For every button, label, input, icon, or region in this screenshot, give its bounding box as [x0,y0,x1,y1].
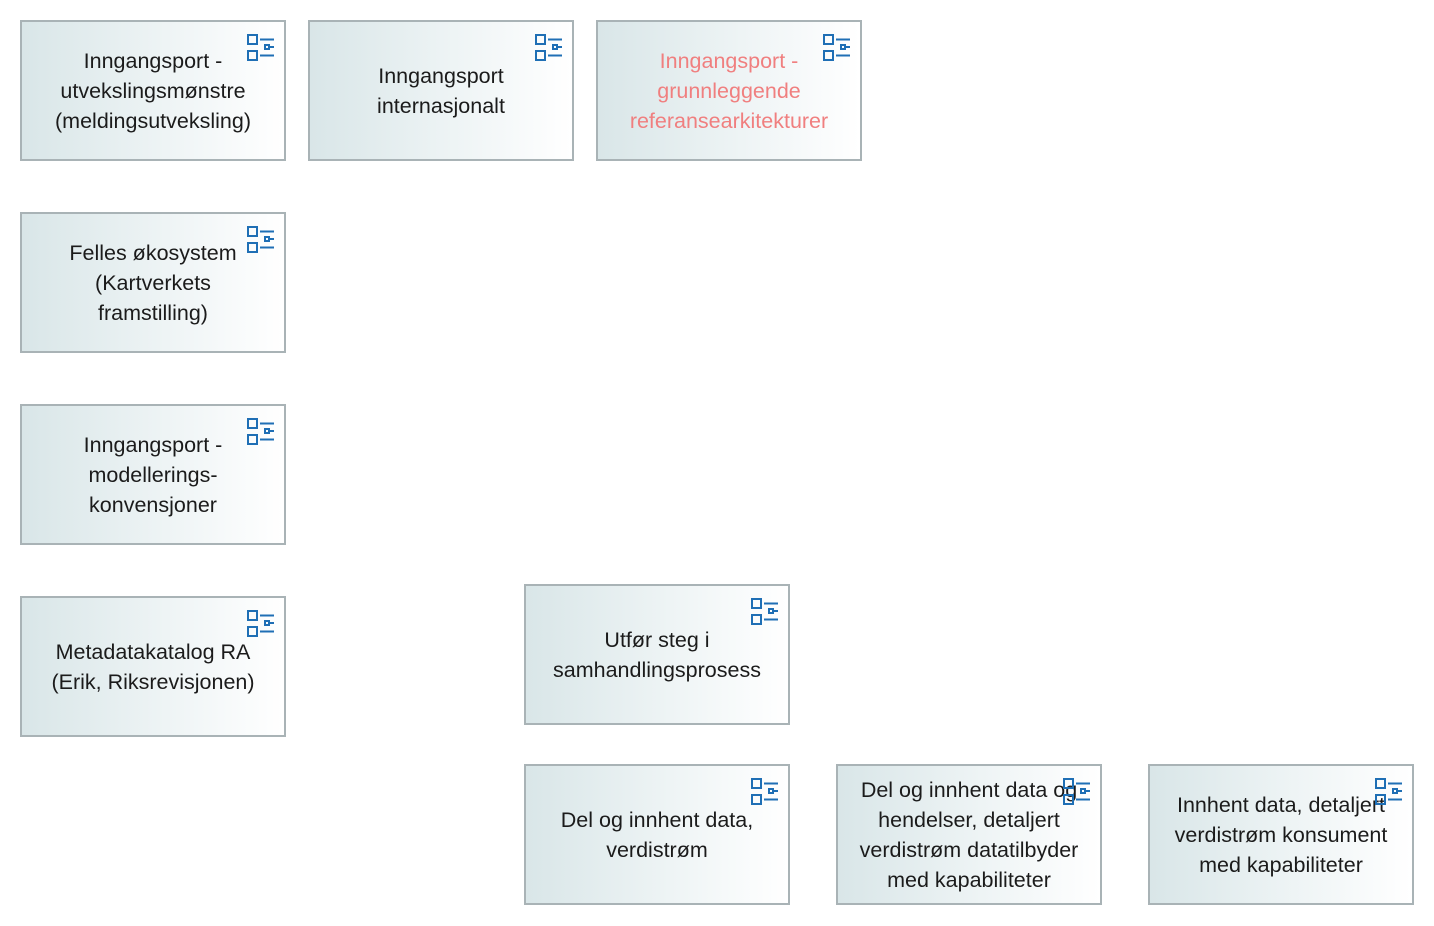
node-inngangsport-modellering[interactable]: Inngangsport - modellerings- konvensjone… [20,404,286,545]
node-label: Metadatakatalog RA (Erik, Riksrevisjonen… [51,639,255,694]
application-process-icon [751,778,778,805]
node-label: Utfør steg i samhandlingsprosess [553,627,761,682]
application-process-icon [247,610,274,637]
node-label: Innhent data, detaljert verdistrøm konsu… [1174,792,1388,877]
node-inngangsport-utvekslingsmonstre[interactable]: Inngangsport - utvekslingsmønstre (meldi… [20,20,286,161]
application-process-icon [247,418,274,445]
application-process-icon [1375,778,1402,805]
node-inngangsport-grunnleggende[interactable]: Inngangsport - grunnleggende referansear… [596,20,862,161]
application-process-icon [247,226,274,253]
node-label: Inngangsport - utvekslingsmønstre (meldi… [55,48,251,133]
node-del-og-innhent-verdistrom[interactable]: Del og innhent data, verdistrøm [524,764,790,905]
node-label: Inngangsport - grunnleggende referansear… [629,48,829,133]
node-inngangsport-internasjonalt[interactable]: Inngangsport internasjonalt [308,20,574,161]
node-utfor-steg[interactable]: Utfør steg i samhandlingsprosess [524,584,790,725]
application-process-icon [823,34,850,61]
application-process-icon [751,598,778,625]
node-label: Felles økosystem (Kartverkets framstilli… [69,240,237,325]
node-label: Del og innhent data og hendelser, detalj… [859,777,1079,892]
node-label: Del og innhent data, verdistrøm [560,807,754,862]
application-process-icon [247,34,274,61]
node-metadatakatalog-ra[interactable]: Metadatakatalog RA (Erik, Riksrevisjonen… [20,596,286,737]
node-del-og-innhent-hendelser[interactable]: Del og innhent data og hendelser, detalj… [836,764,1102,905]
node-innhent-data-konsument[interactable]: Innhent data, detaljert verdistrøm konsu… [1148,764,1414,905]
node-felles-okosystem[interactable]: Felles økosystem (Kartverkets framstilli… [20,212,286,353]
node-label: Inngangsport - modellerings- konvensjone… [83,432,223,517]
application-process-icon [535,34,562,61]
application-process-icon [1063,778,1090,805]
node-label: Inngangsport internasjonalt [377,63,505,118]
